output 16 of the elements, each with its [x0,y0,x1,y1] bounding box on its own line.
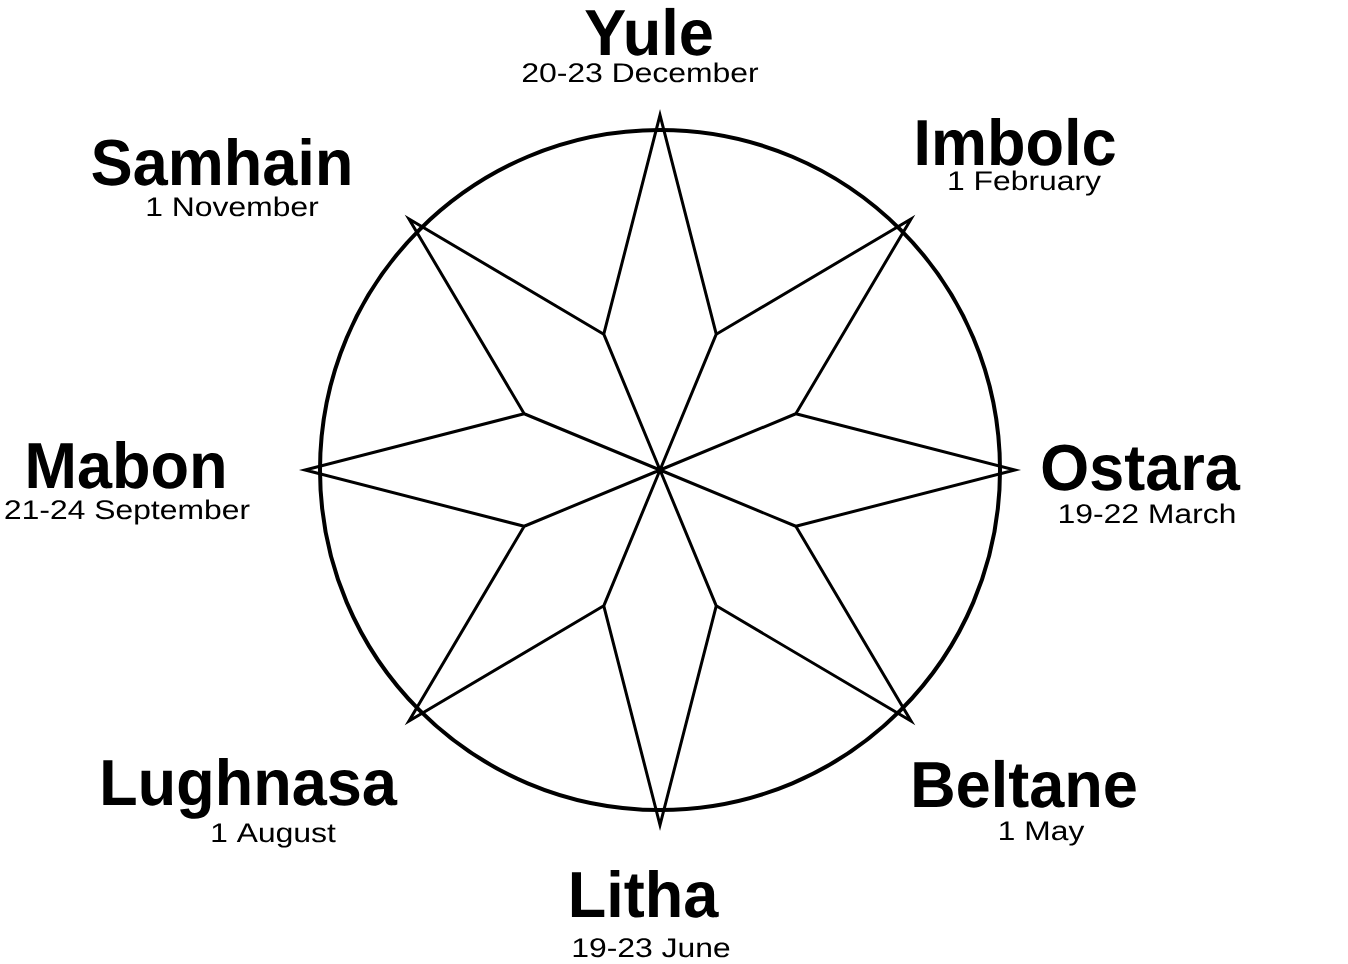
date-text: 1 February [949,170,1101,196]
festival-name: Mabon [28,440,224,489]
date-text: 20-23 December [522,62,759,83]
date-text: 1 May [1000,821,1085,846]
date-text: 19-22 March [1060,503,1235,524]
festival-name: Yule [585,7,712,56]
festival-name: Beltane [914,759,1136,808]
date-text: 21-24 September [5,499,250,525]
date-text: 19-23 June [573,938,730,958]
festival-name: Imbolc [917,117,1115,166]
date-text: 1 November [147,196,319,217]
festival-name: Litha [571,869,719,918]
festival-name: Ostara [1042,444,1241,491]
date-text: 1 August [212,823,336,848]
festival-name: Lughnasa [103,757,398,819]
festival-name: Samhain [92,137,350,186]
